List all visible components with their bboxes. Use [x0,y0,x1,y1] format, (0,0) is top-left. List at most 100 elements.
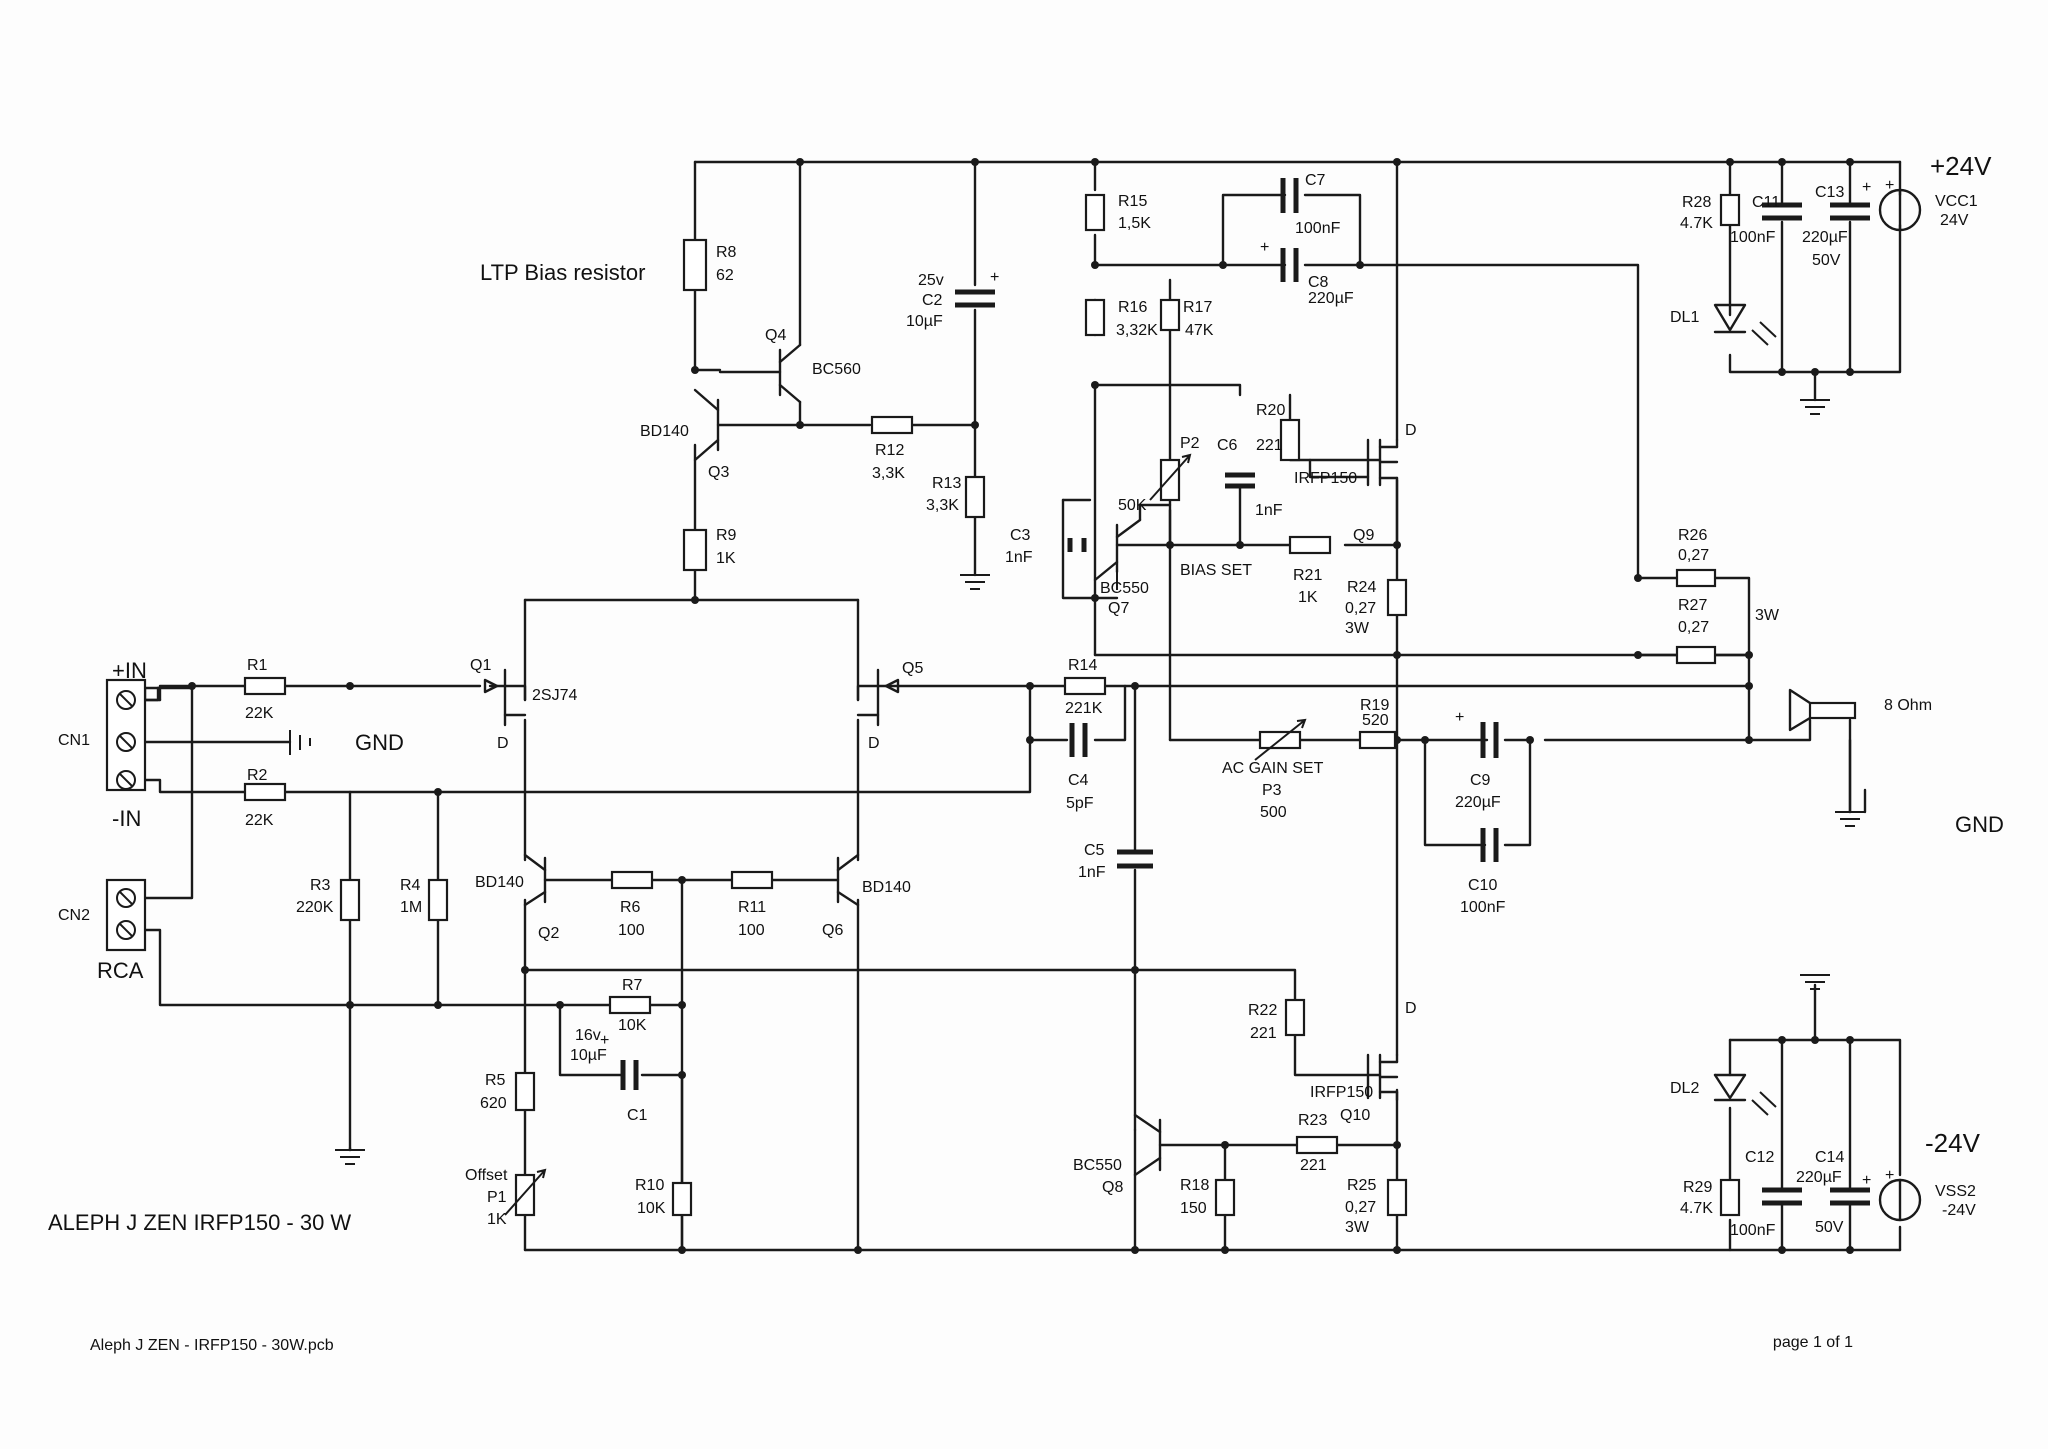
label-r20-value: 221 [1256,437,1283,454]
label-c12-value: 100nF [1730,1222,1776,1239]
label-r25-power: 3W [1345,1219,1370,1236]
connectors [105,678,147,952]
plus-in-label: +IN [112,658,147,683]
resistor-r12 [870,415,914,435]
label-c3-value: 1nF [1005,549,1033,566]
label-dl2-ref: DL2 [1670,1080,1699,1097]
label-c9-value: 220µF [1455,794,1501,811]
label-q1-pin: D [497,735,509,752]
vss-name: VSS2 [1935,1183,1976,1200]
capacitor-c13 [1830,202,1870,221]
label-q3-ref: Q3 [708,464,729,481]
label-r29-value: 4.7K [1680,1200,1713,1217]
resistor-r29 [1719,1178,1741,1217]
label-r23-value: 221 [1300,1157,1327,1174]
label-p2-ref: P2 [1180,435,1200,452]
label-c1-voltage: 16v [575,1027,601,1044]
label-r4-ref: R4 [400,877,421,894]
minus-in-label: -IN [112,806,141,831]
label-r22-ref: R22 [1248,1002,1277,1019]
label-p3-name: AC GAIN SET [1222,760,1324,777]
label-p1-value: 1K [487,1211,507,1228]
label-p2-value: 50K [1118,497,1147,514]
label-r7-ref: R7 [622,977,643,994]
footer-file: Aleph J ZEN - IRFP150 - 30W.pcb [90,1337,334,1354]
label-r13-value: 3,3K [926,497,959,514]
page-title: ALEPH J ZEN IRFP150 - 30 W [48,1210,351,1235]
label-c6-value: 1nF [1255,502,1283,519]
screw-icon [116,888,136,908]
transistor-symbols [483,343,1399,1177]
leds [1713,303,1777,1116]
resistor-r18 [1214,1178,1236,1217]
cn1-label: CN1 [58,732,90,749]
capacitor-c1 [620,1060,639,1090]
label-r27-ref: R27 [1678,597,1707,614]
label-q7-type: BC550 [1100,580,1149,597]
ltp-bias-note: LTP Bias resistor [480,260,645,285]
resistor-r10 [671,1181,693,1217]
label-r12-value: 3,3K [872,465,905,482]
label-c2-voltage: 25v [918,272,944,289]
label-q8-ref: Q8 [1102,1179,1123,1196]
label-r26-ref: R26 [1678,527,1707,544]
transistor-q4 [718,343,802,404]
label-q10-type: IRFP150 [1310,1084,1373,1101]
label-plus: + [1885,177,1894,194]
label-r13-ref: R13 [932,475,961,492]
capacitor-c12 [1762,1187,1802,1206]
resistor-r3 [339,878,361,922]
resistor-r11 [730,870,774,890]
capacitor-c6 [1225,472,1255,489]
label-r18-value: 150 [1180,1200,1207,1217]
label-r14-value: 221K [1065,700,1103,717]
label-c10-ref: C10 [1468,877,1497,894]
label-c14-ref: C14 [1815,1149,1844,1166]
label-r15-ref: R15 [1118,193,1147,210]
label-r18-ref: R18 [1180,1177,1209,1194]
led-dl1 [1713,303,1777,346]
label-r9-value: 1K [716,550,736,567]
resistor-r24 [1386,578,1408,617]
ground-icon [1800,974,1830,990]
capacitor-c4 [1069,723,1088,757]
label-c4-ref: C4 [1068,772,1089,789]
transistor-q1 [483,668,527,727]
potentiometer-p2 [1159,458,1181,502]
label-c3-ref: C3 [1010,527,1031,544]
label-r3-value: 220K [296,899,334,916]
label-p1-name: Offset [465,1167,508,1184]
label-r5-ref: R5 [485,1072,506,1089]
resistor-r9 [682,528,708,572]
speaker-icon [1788,688,1857,732]
labels: LTP Bias resistor ALEPH J ZEN IRFP150 - … [48,151,2004,1354]
label-c9-ref: C9 [1470,772,1491,789]
ground-icon [1835,811,1865,827]
label-c10-value: 100nF [1460,899,1506,916]
label-c7-value: 100nF [1295,220,1341,237]
label-q9-type: IRFP150 [1294,470,1357,487]
screw-icon [116,732,136,752]
gnd-right-label: GND [1955,812,2004,837]
label-plus: + [1260,239,1269,256]
capacitor-c5 [1117,849,1153,869]
capacitor-c3 [1067,538,1087,552]
label-c8-ref: C8 [1308,274,1329,291]
label-c7-ref: C7 [1305,172,1326,189]
label-r19-value: 520 [1362,712,1389,729]
label-plus: + [1862,1172,1871,1189]
label-c4-value: 5pF [1066,795,1094,812]
label-r20-ref: R20 [1256,402,1285,419]
connector-cn1 [105,678,147,792]
power-sources [1878,188,1922,1222]
label-c12-ref: C12 [1745,1149,1774,1166]
label-c2-ref: C2 [922,292,943,309]
label-r21-ref: R21 [1293,567,1322,584]
label-r14-ref: R14 [1068,657,1097,674]
label-c13-ref: C13 [1815,184,1844,201]
resistor-r15 [1084,193,1106,232]
resistor-r16 [1084,298,1106,337]
label-c13-value: 220µF [1802,229,1848,246]
